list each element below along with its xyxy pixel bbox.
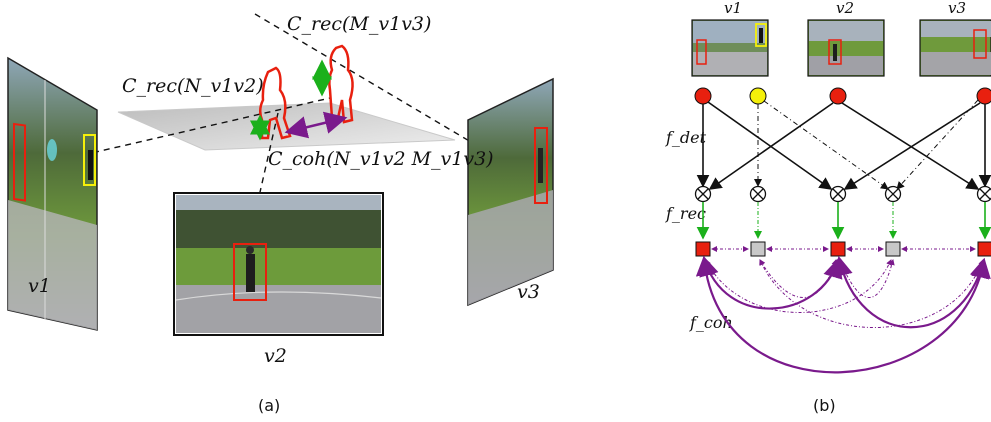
detection-box-red-v2 [233,243,267,301]
thumbnail-v3 [919,19,991,77]
label-f-coh: f_coh [689,313,733,332]
coh-arc-s2 [695,255,991,374]
otimes-node-3 [829,185,847,203]
b-label-v1: v1 [724,0,742,17]
projection-line-v1 [17,97,331,171]
view-v1-image [7,56,98,331]
otimes-node-2 [749,185,767,203]
view-v3-image [467,77,554,307]
thumb-box-red-v1 [696,39,707,65]
panel-b: v1 v2 v3 [665,0,991,415]
caption-a: (a) [258,396,280,415]
detection-box-yellow-v1 [83,134,96,186]
otimes-node-1 [694,185,712,203]
caption-b: (b) [813,396,836,415]
det-node-red-3 [976,87,991,105]
b-label-v2: v2 [836,0,854,17]
label-f-rec: f_rec [665,204,706,223]
edge-det-2-a [708,102,834,190]
rec-node-red-2 [830,241,846,257]
edge-det-1-b [707,101,833,190]
view-v2-image [173,192,384,336]
silhouette-left [259,66,292,140]
label-c-rec-m: C_rec(M_v1v3) [287,13,431,35]
det-node-red-2 [829,87,847,105]
label-v2: v2 [264,345,287,367]
label-v3: v3 [517,281,540,303]
coh-arc-s1 [699,255,843,310]
rec-node-red-3 [977,241,991,257]
rec-node-red-1 [695,241,711,257]
rec-node-gray-1 [750,241,766,257]
edge-det-y-b [763,100,889,190]
otimes-node-4 [884,185,902,203]
b-label-v3: v3 [948,0,966,17]
edge-det-2-b [841,102,980,190]
purple-arrow-coherence [284,111,348,139]
coh-arc-s3 [833,255,990,329]
edge-det-3-a [843,102,981,190]
label-c-rec-n: C_rec(N_v1v2) [122,75,264,97]
panel-a: C_rec(M_v1v3) C_rec(N_v1v2) C_coh(N_v1v2… [7,13,554,415]
thumb-box-red-v3 [973,29,987,59]
coh-arc-d1 [705,259,892,313]
detection-box-red-v1 [13,122,26,202]
label-v1: v1 [28,275,51,297]
otimes-node-5 [976,185,991,203]
thumbnail-v1 [691,19,769,77]
coh-arc-d2 [759,259,838,298]
thumb-box-yellow-v1 [755,23,767,47]
det-node-yellow-1 [749,87,767,105]
coh-arc-d3 [759,259,985,328]
thumbnail-v2 [807,19,885,77]
edge-det-3-c [896,99,979,190]
label-c-coh: C_coh(N_v1v2 M_v1v3) [268,148,494,170]
coh-arc-d4 [839,259,895,298]
label-f-det: f_det [665,128,707,147]
rec-node-gray-2 [885,241,901,257]
thumb-box-red-v2 [828,39,842,65]
detection-box-red-v3 [534,127,548,204]
